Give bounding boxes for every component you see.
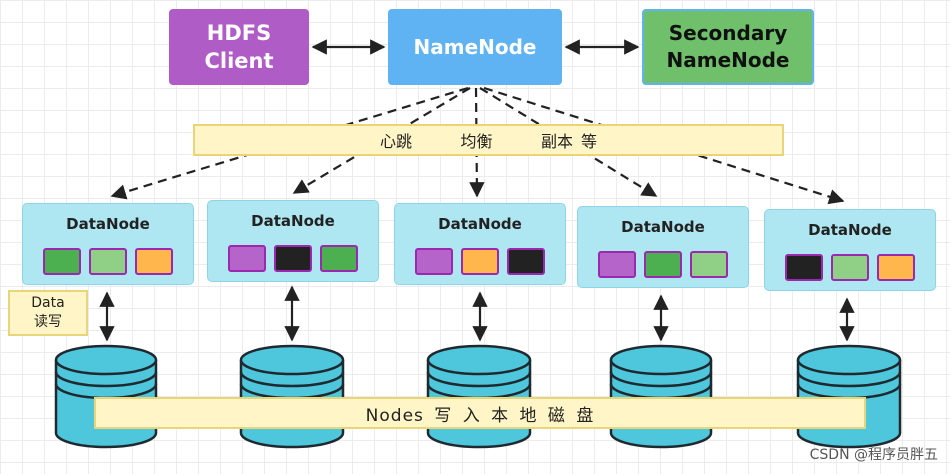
secondary-label-line1: Secondary — [668, 21, 788, 45]
dispatch-arrow-2 — [292, 87, 471, 194]
client-label-line1: HDFS — [206, 21, 272, 45]
datanode-2: DataNode — [207, 200, 379, 282]
block-group — [578, 251, 748, 278]
block-group — [395, 248, 565, 275]
datanode-title: DataNode — [66, 215, 150, 233]
data-block — [89, 248, 127, 275]
data-block — [785, 254, 823, 281]
data-block — [320, 245, 358, 272]
client-label-line2: Client — [204, 49, 274, 73]
data-block — [43, 248, 81, 275]
data-block — [228, 245, 266, 272]
datanode-3: DataNode — [394, 203, 566, 285]
datanode-4: DataNode — [577, 206, 749, 288]
data-read-write-label: Data 读写 — [8, 290, 88, 336]
hdfs-client-node: HDFS Client — [169, 9, 309, 85]
data-block — [644, 251, 682, 278]
banner-bottom-text: Nodes 写 入 本 地 磁 盘 — [365, 405, 595, 426]
block-group — [208, 245, 378, 272]
heartbeat-balance-replica-banner: 心跳 均衡 副本 等 — [193, 124, 784, 156]
data-block — [274, 245, 312, 272]
data-rw-line2: 读写 — [34, 314, 62, 330]
nodes-write-local-disk-banner: Nodes 写 入 本 地 磁 盘 — [94, 397, 866, 429]
data-rw-line1: Data — [31, 295, 65, 311]
io-arrows — [99, 285, 855, 342]
secondary-label-line2: NameNode — [666, 48, 790, 72]
datanode-5: DataNode — [764, 209, 936, 291]
datanode-title: DataNode — [251, 212, 335, 230]
data-block — [461, 248, 499, 275]
data-block — [415, 248, 453, 275]
data-block — [831, 254, 869, 281]
datanode-title: DataNode — [808, 221, 892, 239]
datanode-title: DataNode — [438, 215, 522, 233]
datanode-1: DataNode — [22, 203, 194, 285]
watermark: CSDN @程序员胖五 — [809, 447, 938, 463]
namenode-node: NameNode — [388, 9, 562, 85]
block-group — [23, 248, 193, 275]
data-block — [690, 251, 728, 278]
datanode-title: DataNode — [621, 218, 705, 236]
data-block — [877, 254, 915, 281]
data-block — [507, 248, 545, 275]
banner-top-text: 心跳 均衡 副本 等 — [379, 132, 598, 151]
dispatch-arrow-4 — [479, 87, 658, 197]
data-block — [598, 251, 636, 278]
data-block — [135, 248, 173, 275]
dispatch-arrow-3 — [469, 87, 485, 198]
namenode-label: NameNode — [413, 35, 537, 59]
block-group — [765, 254, 935, 281]
